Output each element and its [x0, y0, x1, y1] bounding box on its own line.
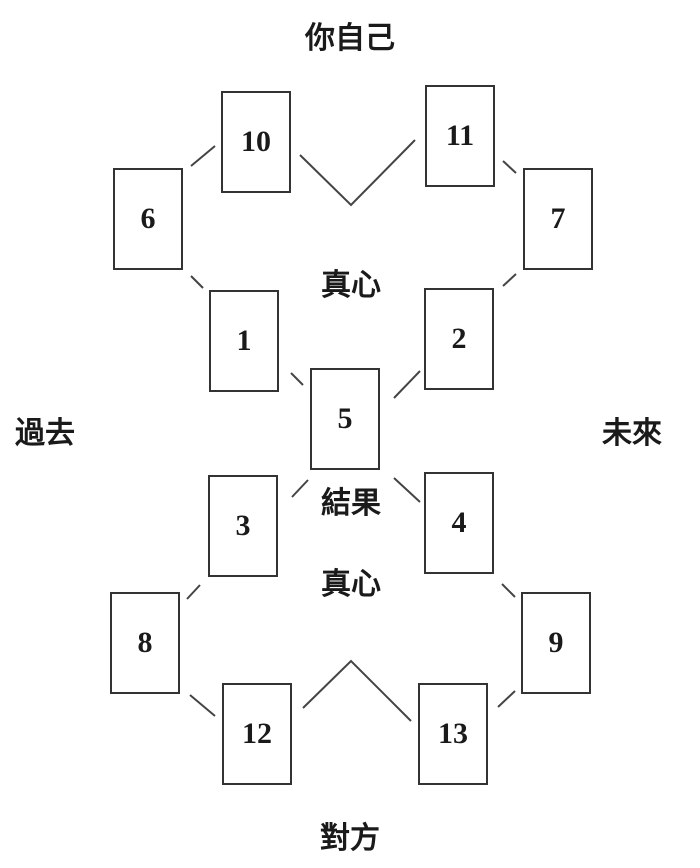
label-result: 結果 [321, 486, 381, 521]
card-4: 4 [424, 472, 494, 574]
label-other-party: 對方 [320, 821, 380, 856]
connector-2-5 [393, 370, 421, 399]
connector-4-9 [501, 583, 516, 598]
connector-7-2 [502, 273, 517, 287]
card-13: 13 [418, 683, 488, 785]
card-7: 7 [523, 168, 593, 270]
connector-12-13 [302, 659, 412, 722]
card-9: 9 [521, 592, 591, 694]
label-yourself: 你自己 [305, 21, 395, 56]
card-11: 11 [425, 85, 495, 187]
label-future: 未來 [602, 416, 662, 451]
card-6: 6 [113, 168, 183, 270]
card-8: 8 [110, 592, 180, 694]
connector-1-5 [290, 372, 304, 386]
connector-6-10 [190, 145, 216, 167]
label-true-heart-lower: 真心 [321, 567, 381, 602]
card-3: 3 [208, 475, 278, 577]
card-5: 5 [310, 368, 380, 470]
connector-13-9 [497, 690, 516, 708]
connector-8-12 [189, 694, 216, 717]
connector-5-4 [393, 477, 421, 503]
card-10: 10 [221, 91, 291, 193]
card-2: 2 [424, 288, 494, 390]
connector-5-3 [291, 479, 309, 498]
connector-11-7 [502, 160, 517, 174]
label-true-heart-upper: 真心 [321, 268, 381, 303]
card-12: 12 [222, 683, 292, 785]
label-past: 過去 [15, 416, 75, 451]
connector-3-8 [186, 584, 201, 600]
connector-6-1 [190, 275, 204, 289]
card-1: 1 [209, 290, 279, 392]
connector-10-11 [299, 139, 416, 207]
